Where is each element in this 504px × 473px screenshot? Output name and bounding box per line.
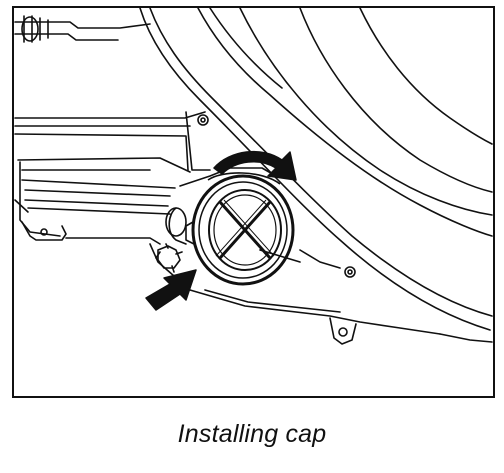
cap-face-inner (213, 194, 277, 266)
curved-rotation-arrow-icon (213, 150, 297, 181)
cap-outer-rim-inner (198, 181, 288, 279)
figure-frame (12, 6, 495, 398)
pointer-arrow-icon (145, 269, 197, 311)
headlamp-housing (14, 7, 493, 345)
figure-caption: Installing cap (177, 420, 327, 448)
cap-rib-2 (218, 201, 272, 259)
dust-cap (185, 172, 295, 286)
cap-face (208, 189, 282, 271)
cap-outer-rim (191, 174, 295, 286)
